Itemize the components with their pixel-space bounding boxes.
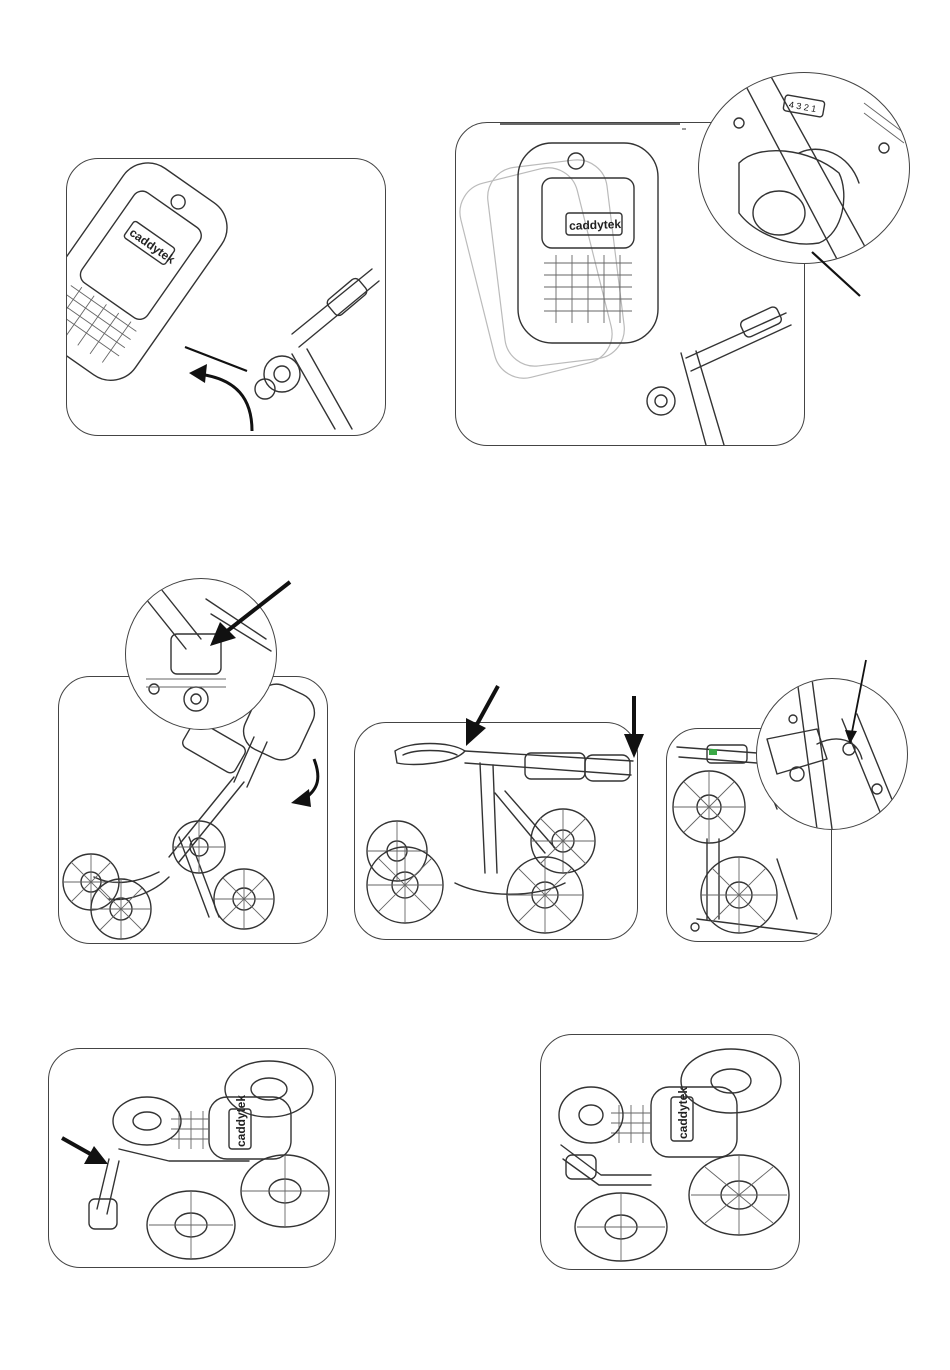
wheel-front-right xyxy=(91,879,151,939)
step-panel-push-lever: caddytek xyxy=(48,1048,336,1268)
fold-latch-closeup xyxy=(126,579,276,729)
wheel-top-right xyxy=(681,1049,781,1113)
wheel-top-left xyxy=(113,1097,181,1145)
wheel-bottom-right xyxy=(689,1155,789,1235)
folded-handle-cart-illustration xyxy=(355,723,637,939)
brand-logo: caddytek xyxy=(234,1095,248,1147)
wheel-bottom-left xyxy=(147,1191,235,1259)
wheel-rear-left xyxy=(173,821,225,873)
wheel-front-left xyxy=(367,847,443,923)
lock-clip-closeup xyxy=(757,679,907,829)
zoom-detail-fold-latch xyxy=(125,578,277,730)
wheel-top xyxy=(673,771,745,843)
wheel-bottom-right xyxy=(241,1155,329,1227)
handle-dial-closeup: 4 3 2 1 xyxy=(699,73,909,263)
brand-logo: caddytek xyxy=(127,225,178,266)
brand-logo: caddytek xyxy=(569,217,622,233)
brand-logo: caddytek xyxy=(676,1087,690,1139)
pointer-line xyxy=(185,347,247,371)
wheel-front-right xyxy=(507,857,583,933)
wheel-top-left xyxy=(559,1087,623,1143)
wheel-bottom-left xyxy=(575,1193,667,1261)
rotation-arrow xyxy=(199,374,252,431)
wheel-back-right xyxy=(531,809,595,873)
wheel-top-right xyxy=(225,1061,313,1117)
wheel-bottom xyxy=(701,857,777,933)
step-panel-fully-folded: caddytek xyxy=(540,1034,800,1270)
accent-indicator xyxy=(709,749,717,755)
step-panel-press-buttons xyxy=(354,722,638,940)
fully-folded-cart-illustration: caddytek xyxy=(541,1035,799,1269)
zoom-detail-lock-clip xyxy=(756,678,908,830)
wheel-front-left xyxy=(63,854,119,910)
push-lever-illustration: caddytek xyxy=(49,1049,335,1267)
cart-handle-unlock-illustration: caddytek xyxy=(67,159,385,435)
wheel-rear-right xyxy=(214,869,274,929)
zoom-detail-handle-dial: 4 3 2 1 xyxy=(698,72,910,264)
step-panel-unlock-handle: caddytek xyxy=(66,158,386,436)
